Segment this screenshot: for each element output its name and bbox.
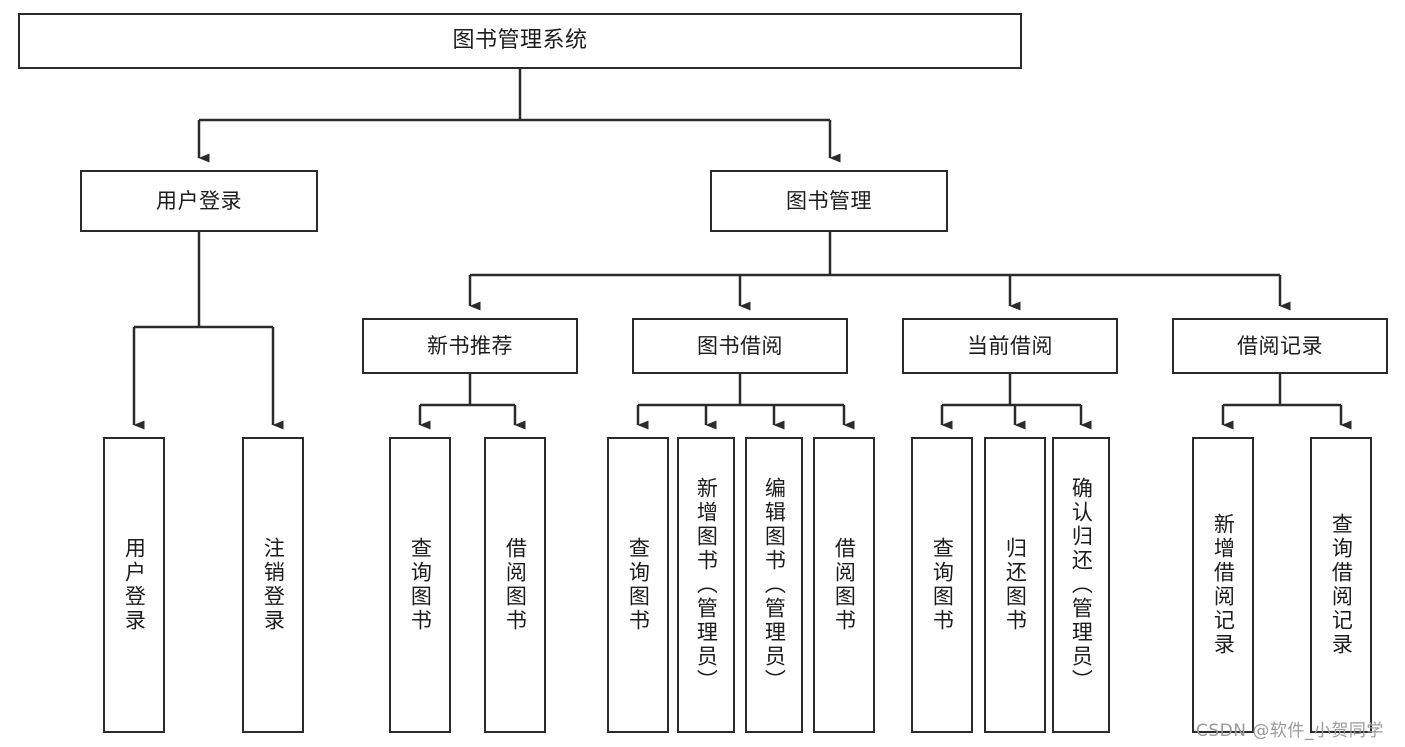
node-current-borrow-label: 当前借阅 xyxy=(967,333,1053,358)
leaf-query-book-recommend[interactable]: 查询图书 xyxy=(389,437,451,733)
leaf-add-borrow-record-label: 新增借阅记录 xyxy=(1211,513,1236,657)
node-book-borrow-label: 图书借阅 xyxy=(697,333,783,358)
leaf-query-borrow-record-label: 查询借阅记录 xyxy=(1329,513,1354,657)
leaf-confirm-return-admin[interactable]: 确认归还（管理员） xyxy=(1052,437,1110,733)
leaf-query-borrow-record[interactable]: 查询借阅记录 xyxy=(1310,437,1372,733)
node-new-book-recommend[interactable]: 新书推荐 xyxy=(362,318,578,374)
node-root[interactable]: 图书管理系统 xyxy=(18,13,1022,69)
leaf-edit-book-admin[interactable]: 编辑图书（管理员） xyxy=(745,437,803,733)
node-new-book-recommend-label: 新书推荐 xyxy=(427,333,513,358)
csdn-watermark: CSDN @软件_小贺同学 xyxy=(1196,721,1384,741)
leaf-query-book-current[interactable]: 查询图书 xyxy=(911,437,973,733)
leaf-logout[interactable]: 注销登录 xyxy=(242,437,304,733)
leaf-add-book-admin-label: 新增图书（管理员） xyxy=(694,477,719,693)
leaf-query-book-borrow-label: 查询图书 xyxy=(626,537,651,633)
leaf-query-book-current-label: 查询图书 xyxy=(930,537,955,633)
node-borrow-record-label: 借阅记录 xyxy=(1237,333,1323,358)
node-book-borrow[interactable]: 图书借阅 xyxy=(632,318,848,374)
node-user-login[interactable]: 用户登录 xyxy=(80,170,318,232)
leaf-add-book-admin[interactable]: 新增图书（管理员） xyxy=(677,437,735,733)
leaf-return-book-label: 归还图书 xyxy=(1003,537,1028,633)
leaf-query-book-borrow[interactable]: 查询图书 xyxy=(607,437,669,733)
leaf-edit-book-admin-label: 编辑图书（管理员） xyxy=(762,477,787,693)
leaf-user-login[interactable]: 用户登录 xyxy=(103,437,165,733)
node-root-label: 图书管理系统 xyxy=(452,28,588,54)
leaf-logout-label: 注销登录 xyxy=(261,537,286,633)
leaf-query-book-recommend-label: 查询图书 xyxy=(408,537,433,633)
leaf-return-book[interactable]: 归还图书 xyxy=(984,437,1046,733)
leaf-borrow-book-recommend[interactable]: 借阅图书 xyxy=(484,437,546,733)
node-current-borrow[interactable]: 当前借阅 xyxy=(902,318,1118,374)
leaf-borrow-book[interactable]: 借阅图书 xyxy=(813,437,875,733)
node-borrow-record[interactable]: 借阅记录 xyxy=(1172,318,1388,374)
leaf-add-borrow-record[interactable]: 新增借阅记录 xyxy=(1192,437,1254,733)
leaf-confirm-return-admin-label: 确认归还（管理员） xyxy=(1069,477,1094,693)
node-book-manage-label: 图书管理 xyxy=(786,188,872,213)
leaf-borrow-book-label: 借阅图书 xyxy=(832,537,857,633)
node-book-manage[interactable]: 图书管理 xyxy=(710,170,948,232)
node-user-login-label: 用户登录 xyxy=(156,188,242,213)
leaf-borrow-book-recommend-label: 借阅图书 xyxy=(503,537,528,633)
leaf-user-login-label: 用户登录 xyxy=(122,537,147,633)
